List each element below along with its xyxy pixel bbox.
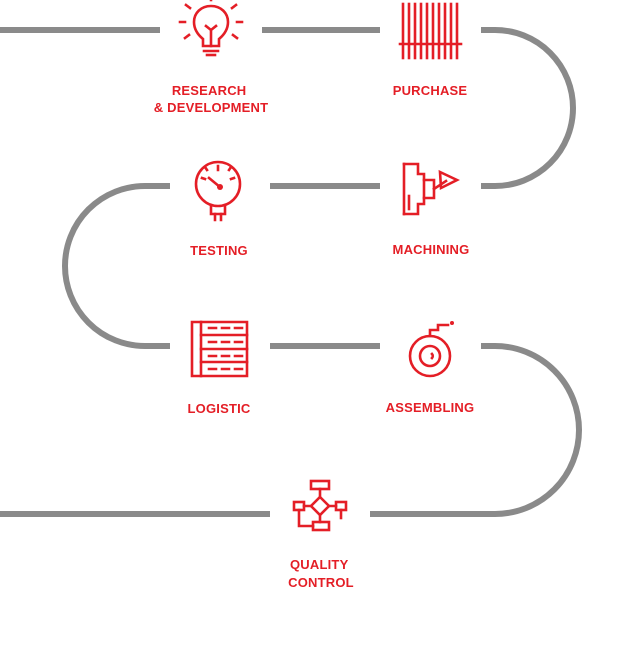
step-label-line: PURCHASE bbox=[393, 83, 468, 98]
machining-icon bbox=[402, 162, 460, 216]
step-label: TESTING bbox=[190, 243, 248, 258]
step-label-line: CONTROL bbox=[288, 575, 354, 590]
step-machining: MACHINING bbox=[393, 162, 470, 257]
step-label: LOGISTIC bbox=[188, 401, 251, 416]
lightbulb-icon bbox=[178, 0, 244, 57]
step-quality-control: QUALITY CONTROL bbox=[288, 479, 354, 590]
pressure-gauge-icon bbox=[194, 160, 242, 222]
track-curve-left bbox=[62, 183, 170, 349]
step-label-line: & DEVELOPMENT bbox=[154, 100, 269, 115]
step-label-line: ASSEMBLING bbox=[386, 400, 475, 415]
step-label-line: LOGISTIC bbox=[188, 401, 251, 416]
assembly-part-icon bbox=[408, 321, 454, 378]
warehouse-shelf-icon bbox=[190, 320, 249, 378]
step-label-line: TESTING bbox=[190, 243, 248, 258]
step-label: PURCHASE bbox=[393, 83, 468, 98]
step-purchase: PURCHASE bbox=[393, 2, 468, 98]
step-label: MACHINING bbox=[393, 242, 470, 257]
step-label-line: MACHINING bbox=[393, 242, 470, 257]
step-assembling: ASSEMBLING bbox=[386, 321, 475, 415]
barcode-icon bbox=[398, 2, 463, 60]
step-label-line: QUALITY bbox=[290, 557, 349, 572]
track-curve-right-top bbox=[481, 27, 576, 189]
process-track bbox=[0, 27, 582, 517]
flowchart-icon bbox=[292, 479, 348, 532]
step-testing: TESTING bbox=[190, 160, 248, 258]
step-label: QUALITY CONTROL bbox=[288, 557, 354, 590]
step-logistic: LOGISTIC bbox=[188, 320, 251, 416]
step-label: ASSEMBLING bbox=[386, 400, 475, 415]
step-label-line: RESEARCH bbox=[172, 83, 247, 98]
step-label: RESEARCH & DEVELOPMENT bbox=[154, 83, 269, 115]
step-research-development: RESEARCH & DEVELOPMENT bbox=[154, 0, 269, 115]
track-curve-right-bottom bbox=[370, 343, 582, 517]
